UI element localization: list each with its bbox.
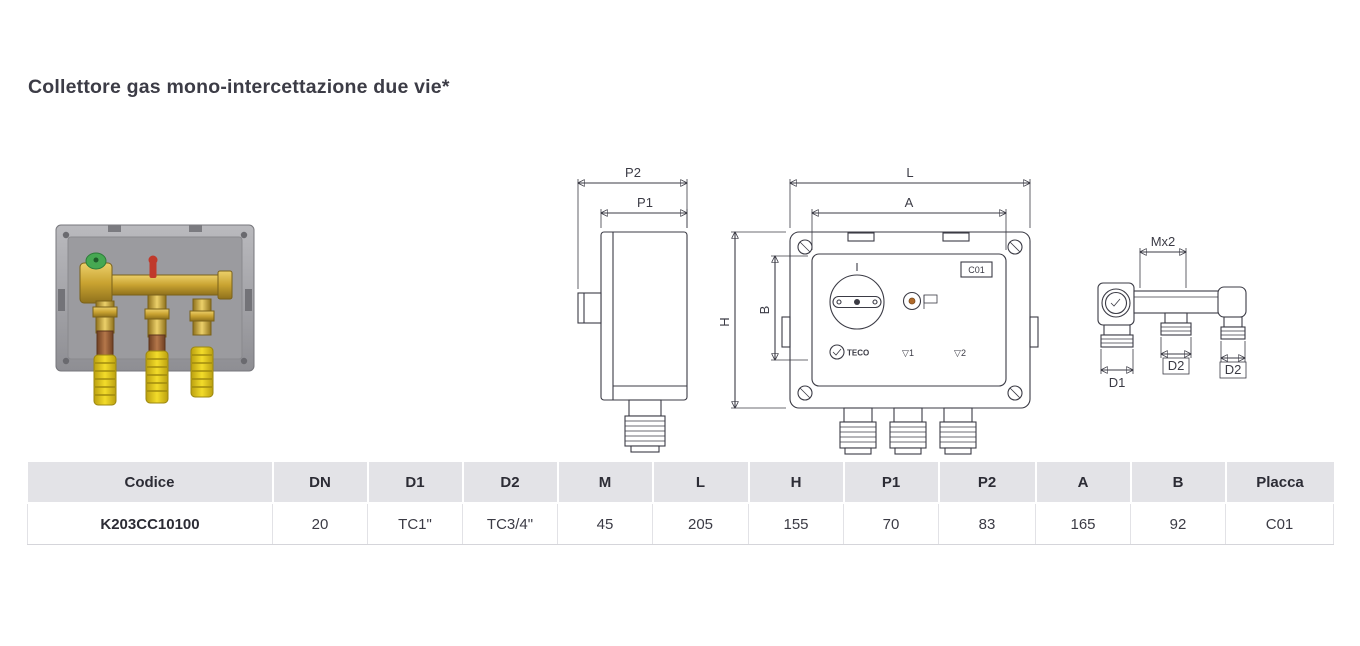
cell-d2: TC3/4" xyxy=(462,503,558,545)
brand-logo-text: TECO xyxy=(847,349,869,358)
front-bottom-connectors xyxy=(839,407,977,455)
header-codice: Codice xyxy=(27,462,274,504)
valve-knob xyxy=(829,263,885,330)
dim-d2-mid: D2 xyxy=(1160,337,1192,375)
side-view-drawing: P2 P1 xyxy=(577,165,688,453)
cell-codice: K203CC10100 xyxy=(27,503,273,545)
dim-label-b: B xyxy=(757,306,772,315)
dim-label-d2-right: D2 xyxy=(1225,362,1242,377)
outlet-pipes xyxy=(92,294,215,406)
header-b: B xyxy=(1130,462,1227,504)
cell-placca: C01 xyxy=(1225,503,1334,545)
front-view-drawing: C01 TECO ▽1 ▽2 xyxy=(717,165,1039,455)
cell-m: 45 xyxy=(557,503,653,545)
cell-b: 92 xyxy=(1130,503,1226,545)
dim-label-l: L xyxy=(906,165,913,180)
header-d1: D1 xyxy=(367,462,464,504)
outlet-1-label: ▽1 xyxy=(902,348,914,358)
top-view-drawing: Mx2 D1 D2 D2 xyxy=(1097,234,1247,390)
side-bottom-connector xyxy=(624,399,666,453)
header-d2: D2 xyxy=(462,462,559,504)
header-p1: P1 xyxy=(843,462,940,504)
plate-code-tag: C01 xyxy=(960,261,993,278)
wall-bracket xyxy=(577,292,602,324)
cell-p1: 70 xyxy=(843,503,939,545)
dim-b: B xyxy=(757,255,808,361)
dim-label-d2-mid: D2 xyxy=(1168,358,1185,373)
page-title: Collettore gas mono-intercettazione due … xyxy=(28,76,450,98)
dim-d2-right: D2 xyxy=(1219,341,1247,379)
table-header-row: Codice DN D1 D2 M L H P1 P2 A B Placca xyxy=(27,462,1334,504)
header-h: H xyxy=(748,462,845,504)
dim-label-a: A xyxy=(905,195,914,210)
dimensions-table: Codice DN D1 D2 M L H P1 P2 A B Placca K… xyxy=(27,462,1334,545)
table-row: K203CC10100 20 TC1" TC3/4" 45 205 155 70… xyxy=(27,503,1334,545)
dim-label-h: H xyxy=(717,317,732,326)
plate-code-label: C01 xyxy=(968,265,985,275)
dim-a: A xyxy=(811,195,1007,250)
cell-h: 155 xyxy=(748,503,844,545)
technical-drawings: P2 P1 xyxy=(577,165,1247,455)
header-p2: P2 xyxy=(938,462,1037,504)
dim-mx2: Mx2 xyxy=(1139,234,1187,288)
brand-logo: TECO xyxy=(829,344,869,360)
dim-label-p1: P1 xyxy=(637,195,653,210)
dim-p1: P1 xyxy=(600,195,688,228)
dim-label-mx2: Mx2 xyxy=(1151,234,1176,249)
cell-d1: TC1" xyxy=(367,503,463,545)
product-photo xyxy=(55,224,255,406)
dim-label-p2: P2 xyxy=(625,165,641,180)
header-dn: DN xyxy=(272,462,369,504)
outlet-2-label: ▽2 xyxy=(954,348,966,358)
dim-h: H xyxy=(717,231,786,409)
header-m: M xyxy=(557,462,654,504)
cell-a: 165 xyxy=(1035,503,1131,545)
cell-dn: 20 xyxy=(272,503,368,545)
dim-d1: D1 xyxy=(1100,349,1134,390)
dim-l: L xyxy=(789,165,1031,228)
dim-label-d1: D1 xyxy=(1109,375,1126,390)
header-placca: Placca xyxy=(1225,462,1334,504)
dim-p2: P2 xyxy=(577,165,688,289)
header-a: A xyxy=(1035,462,1132,504)
cell-p2: 83 xyxy=(938,503,1036,545)
test-point xyxy=(902,291,938,311)
cell-l: 205 xyxy=(652,503,749,545)
header-l: L xyxy=(652,462,750,504)
